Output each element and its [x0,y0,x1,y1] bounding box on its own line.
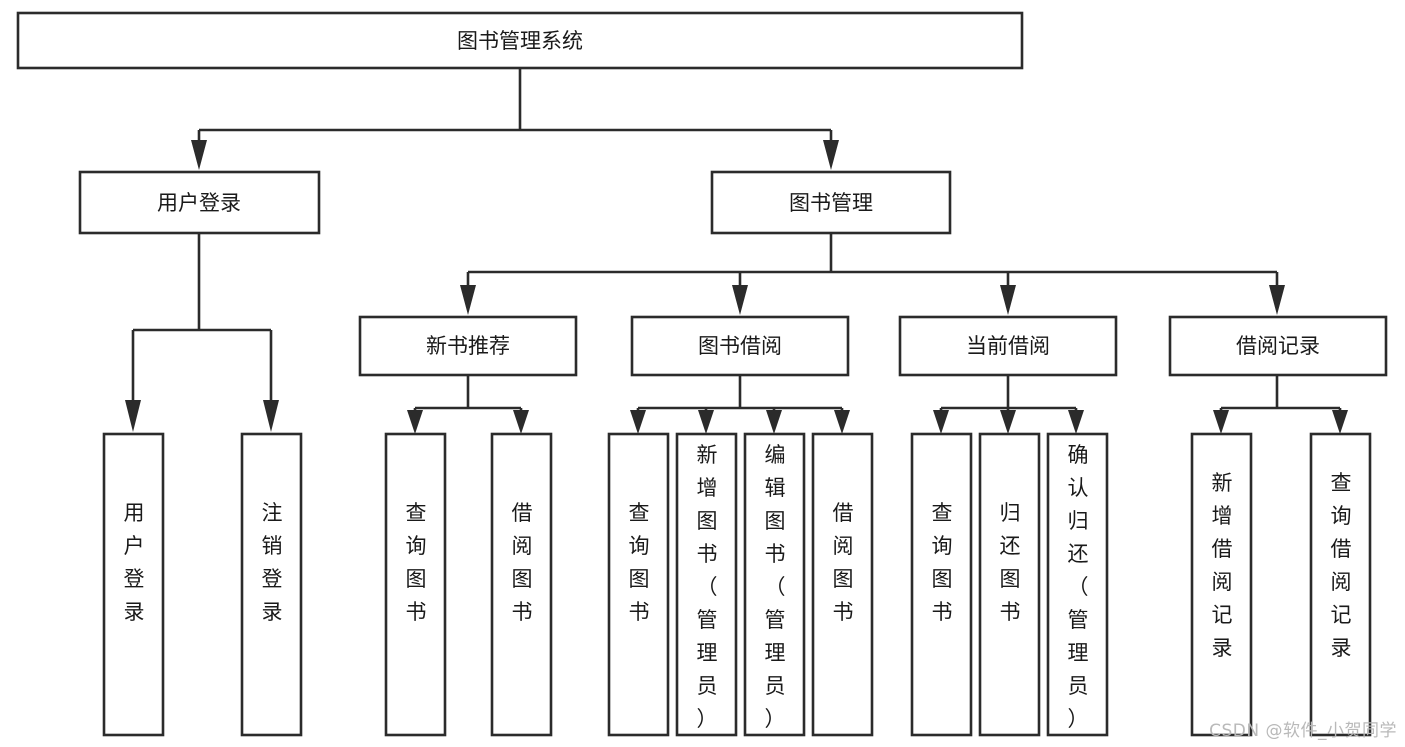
node-leaf-add-record-box[interactable] [1190,432,1253,737]
node-leaf-query-book-1-box[interactable] [384,432,447,737]
node-leaf-add-book[interactable]: 新增图书（管理员） [675,432,738,737]
node-leaf-query-book-1-label: 查询图书 [406,501,427,624]
node-leaf-return-book[interactable]: 归还图书 [978,432,1041,737]
arrow-root-to-book-manage [823,140,839,170]
csdn-watermark: CSDN @软件_小贺同学 [1209,721,1397,741]
node-borrow-record-label: 借阅记录 [1236,334,1320,358]
node-root-box[interactable] [16,11,1024,70]
node-leaf-query-record-box[interactable] [1309,432,1372,737]
node-leaf-query-book-2-box[interactable] [607,432,670,737]
edge-group-bookborrow-to-leaves [630,375,850,434]
node-leaf-confirm-return-label: 确认归还（管理员） [1068,443,1089,731]
arrow-nbr-to-borrow-book [513,410,529,434]
node-current-borrow-label: 当前借阅 [966,334,1050,358]
node-book-borrow-label: 图书借阅 [698,334,782,358]
node-leaf-add-record[interactable]: 新增借阅记录 [1190,432,1253,737]
node-current-borrow-box[interactable] [898,315,1118,377]
node-book-manage-label: 图书管理 [789,191,873,215]
node-leaf-query-book-2[interactable]: 查询图书 [607,432,670,737]
edge-group-root-to-level2 [191,68,839,170]
node-leaf-add-book-label: 新增图书（管理员） [697,443,718,731]
node-user-login-box[interactable] [78,170,321,235]
node-leaf-user-login-box[interactable] [102,432,165,737]
node-leaf-confirm-return-box[interactable] [1046,432,1109,737]
node-book-manage-box[interactable] [710,170,952,235]
node-leaf-query-book-3-box[interactable] [910,432,973,737]
node-user-login[interactable]: 用户登录 [78,170,321,235]
node-book-borrow-box[interactable] [630,315,850,377]
arrow-cb-to-return-book [1000,410,1016,434]
arrow-bm-to-book-borrow [732,285,748,315]
edge-group-currentborrow-to-leaves [933,375,1084,434]
node-leaf-add-record-label: 新增借阅记录 [1212,471,1233,660]
arrow-cb-to-query-book [933,410,949,434]
node-leaf-borrow-book-1-label: 借阅图书 [512,501,533,624]
node-leaf-logout[interactable]: 注销登录 [240,432,303,737]
node-leaf-borrow-book-2-box[interactable] [811,432,874,737]
node-user-login-label: 用户登录 [157,191,241,215]
node-new-book-rec[interactable]: 新书推荐 [358,315,578,377]
node-leaf-query-book-3-label: 查询图书 [932,501,953,624]
node-leaf-edit-book-box[interactable] [743,432,806,737]
arrow-bb-to-query-book [630,410,646,434]
node-book-manage[interactable]: 图书管理 [710,170,952,235]
arrow-nbr-to-query-book [407,410,423,434]
node-leaf-logout-box[interactable] [240,432,303,737]
arrow-user-to-leaf-logout [263,400,279,432]
node-leaf-borrow-book-2[interactable]: 借阅图书 [811,432,874,737]
node-leaf-query-book-1[interactable]: 查询图书 [384,432,447,737]
arrow-bb-to-edit-book [766,410,782,434]
node-book-borrow[interactable]: 图书借阅 [630,315,850,377]
arrow-br-to-add-record [1213,410,1229,434]
node-leaf-logout-label: 注销登录 [262,501,283,624]
node-borrow-record-box[interactable] [1168,315,1388,377]
edge-group-userlogin-to-leaves [125,233,279,432]
arrow-bb-to-add-book [698,410,714,434]
arrow-root-to-user-login [191,140,207,170]
node-leaf-query-record[interactable]: 查询借阅记录 [1309,432,1372,737]
node-new-book-rec-label: 新书推荐 [426,334,510,358]
node-leaf-borrow-book-1[interactable]: 借阅图书 [490,432,553,737]
node-leaf-add-book-box[interactable] [675,432,738,737]
node-leaf-user-login[interactable]: 用户登录 [102,432,165,737]
node-leaf-edit-book-label: 编辑图书（管理员） [765,443,786,731]
node-leaf-query-book-2-label: 查询图书 [629,501,650,624]
node-leaf-query-book-3[interactable]: 查询图书 [910,432,973,737]
edge-group-bookmanage-to-level3 [460,233,1285,315]
node-leaf-return-book-label: 归还图书 [1000,501,1021,624]
node-leaf-query-record-label: 查询借阅记录 [1331,471,1352,660]
arrow-bm-to-current-borrow [1000,285,1016,315]
node-root-label: 图书管理系统 [457,29,583,53]
arrow-bm-to-new-book-rec [460,285,476,315]
arrow-cb-to-confirm-return [1068,410,1084,434]
node-new-book-rec-box[interactable] [358,315,578,377]
arrow-bb-to-borrow-book [834,410,850,434]
node-root[interactable]: 图书管理系统 [16,11,1024,70]
edge-group-newbookrec-to-leaves [407,375,529,434]
node-leaf-borrow-book-1-box[interactable] [490,432,553,737]
edge-group-borrowrecord-to-leaves [1213,375,1348,434]
node-borrow-record[interactable]: 借阅记录 [1168,315,1388,377]
arrow-br-to-query-record [1332,410,1348,434]
node-leaf-user-login-label: 用户登录 [124,501,145,624]
arrow-bm-to-borrow-record [1269,285,1285,315]
node-leaf-confirm-return[interactable]: 确认归还（管理员） [1046,432,1109,737]
node-leaf-edit-book[interactable]: 编辑图书（管理员） [743,432,806,737]
node-leaf-return-book-box[interactable] [978,432,1041,737]
node-leaf-borrow-book-2-label: 借阅图书 [833,501,854,624]
arrow-user-to-leaf-login [125,400,141,432]
node-current-borrow[interactable]: 当前借阅 [898,315,1118,377]
